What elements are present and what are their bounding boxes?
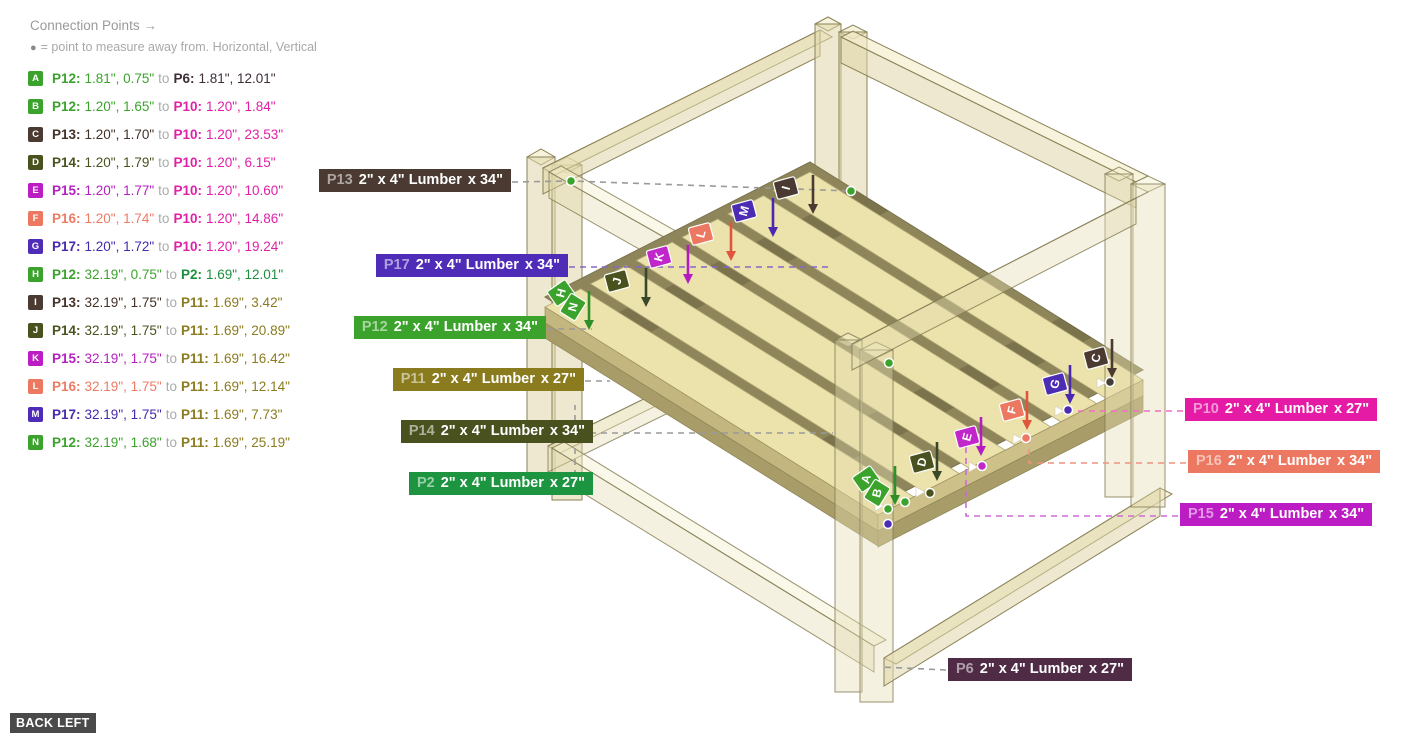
- badge-N: N: [559, 293, 587, 321]
- svg-text:B: B: [869, 487, 885, 499]
- leg-front-right: [1103, 166, 1167, 508]
- rail-bottom-front-p6: [882, 487, 1174, 687]
- letter-badge: L: [28, 378, 43, 394]
- measure-dot: [924, 487, 936, 499]
- leader-p16: [1028, 440, 1186, 464]
- measure-dot: [1062, 404, 1074, 416]
- legend-note: ●= point to measure away from. Horizonta…: [30, 40, 317, 54]
- leader-p15: [965, 432, 1178, 517]
- page-title: Connection Points →: [30, 18, 157, 33]
- badge-B: B: [863, 479, 891, 507]
- letter-badge: J: [28, 322, 43, 338]
- badge-C: C: [1082, 346, 1110, 370]
- measure-dot: [882, 518, 894, 530]
- measure-dot: [976, 460, 988, 472]
- letter-badge: I: [28, 294, 43, 310]
- svg-text:D: D: [914, 456, 930, 468]
- leg-front-left: [833, 332, 895, 703]
- letter-badge: B: [28, 98, 43, 114]
- badge-L: L: [687, 222, 715, 246]
- letter-badge: A: [28, 70, 43, 86]
- svg-text:N: N: [565, 301, 581, 313]
- rail-upper-back: [541, 29, 834, 195]
- svg-text:K: K: [651, 251, 667, 263]
- connection-arrows: [584, 175, 1117, 505]
- connection-badges: H N J K L M I A B D E F G C: [547, 176, 1110, 507]
- measure-dot: [899, 496, 911, 508]
- letter-badge: G: [28, 238, 43, 254]
- measure-dot: [1020, 432, 1032, 444]
- measure-dot: [845, 185, 857, 197]
- rail-upper-right: [839, 30, 1150, 209]
- svg-text:F: F: [1004, 405, 1019, 416]
- badge-M: M: [730, 199, 758, 223]
- rail-upper-front: [851, 191, 1149, 371]
- letter-badge: D: [28, 154, 43, 170]
- badge-D: D: [908, 450, 936, 474]
- svg-text:C: C: [1088, 352, 1104, 364]
- connection-point-dots: [565, 175, 1116, 530]
- letter-badge: K: [28, 350, 43, 366]
- svg-text:I: I: [779, 185, 793, 192]
- badge-G: G: [1041, 372, 1069, 396]
- measure-dot: [883, 357, 895, 369]
- measure-dot-icon: ●: [30, 42, 37, 54]
- svg-text:J: J: [609, 276, 624, 286]
- letter-badge: E: [28, 182, 43, 198]
- letter-badge: H: [28, 266, 43, 282]
- letter-badge: M: [28, 406, 43, 422]
- badge-F: F: [998, 398, 1026, 422]
- badge-J: J: [603, 269, 631, 293]
- rail-bottom-left: [550, 441, 888, 673]
- svg-text:M: M: [736, 204, 752, 217]
- letter-badge: C: [28, 126, 43, 142]
- badge-K: K: [645, 245, 673, 269]
- measure-dot: [1104, 376, 1116, 388]
- svg-text:L: L: [693, 229, 708, 240]
- letter-badge: N: [28, 434, 43, 450]
- badge-E: E: [953, 425, 981, 449]
- measure-dot: [565, 175, 577, 187]
- svg-text:G: G: [1047, 378, 1063, 391]
- svg-text:E: E: [959, 431, 975, 442]
- tabletop: [543, 161, 1145, 548]
- view-label: BACK LEFT: [10, 713, 96, 733]
- svg-text:H: H: [553, 287, 569, 299]
- measure-dot: [882, 503, 894, 515]
- legend-note-text: = point to measure away from. Horizontal…: [40, 40, 317, 54]
- letter-badge: F: [28, 210, 43, 226]
- svg-text:A: A: [858, 473, 874, 485]
- badge-I: I: [772, 176, 800, 200]
